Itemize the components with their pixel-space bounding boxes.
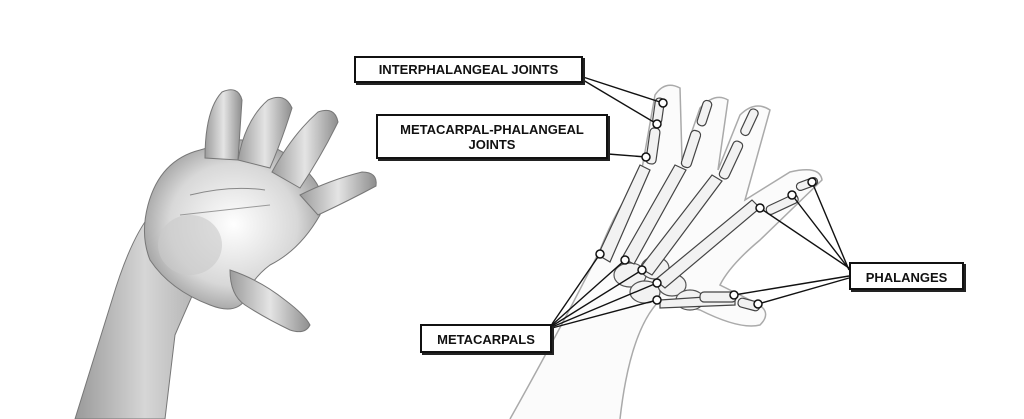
label-text-line2: JOINTS <box>468 137 516 152</box>
joint-marker <box>652 295 662 305</box>
joint-marker <box>652 278 662 288</box>
label-metacarpals: METACARPALS <box>420 324 552 353</box>
label-text: METACARPALS <box>437 332 535 347</box>
joint-markers <box>595 98 817 309</box>
joint-marker <box>807 177 817 187</box>
joint-marker <box>641 152 651 162</box>
label-metacarpal-phalangeal-joints: METACARPAL-PHALANGEAL JOINTS <box>376 114 608 159</box>
thumb-sketch <box>229 269 311 333</box>
finger-sketch-ring <box>271 109 339 189</box>
label-text-line1: METACARPAL-PHALANGEAL <box>400 122 584 137</box>
metacarpal-bones <box>597 164 761 309</box>
finger-phalanges <box>645 97 819 312</box>
joint-marker <box>729 290 739 300</box>
joint-marker <box>620 255 630 265</box>
finger-sketch-index <box>204 89 243 161</box>
joint-marker <box>637 265 647 275</box>
joint-marker <box>658 98 668 108</box>
label-text: PHALANGES <box>865 270 948 285</box>
finger-sketch-middle <box>237 96 293 169</box>
joint-marker <box>652 119 662 129</box>
joint-marker <box>595 249 605 259</box>
joint-marker <box>755 203 765 213</box>
label-text: INTERPHALANGEAL JOINTS <box>378 62 559 77</box>
label-phalanges: PHALANGES <box>849 262 964 290</box>
joint-marker <box>753 299 763 309</box>
skeletal-hand-drawing <box>509 84 823 419</box>
finger-sketch-little <box>299 171 377 216</box>
realistic-hand-drawing <box>74 89 377 419</box>
leader-lines <box>551 76 850 329</box>
joint-marker <box>787 190 797 200</box>
label-interphalangeal-joints: INTERPHALANGEAL JOINTS <box>354 56 583 83</box>
